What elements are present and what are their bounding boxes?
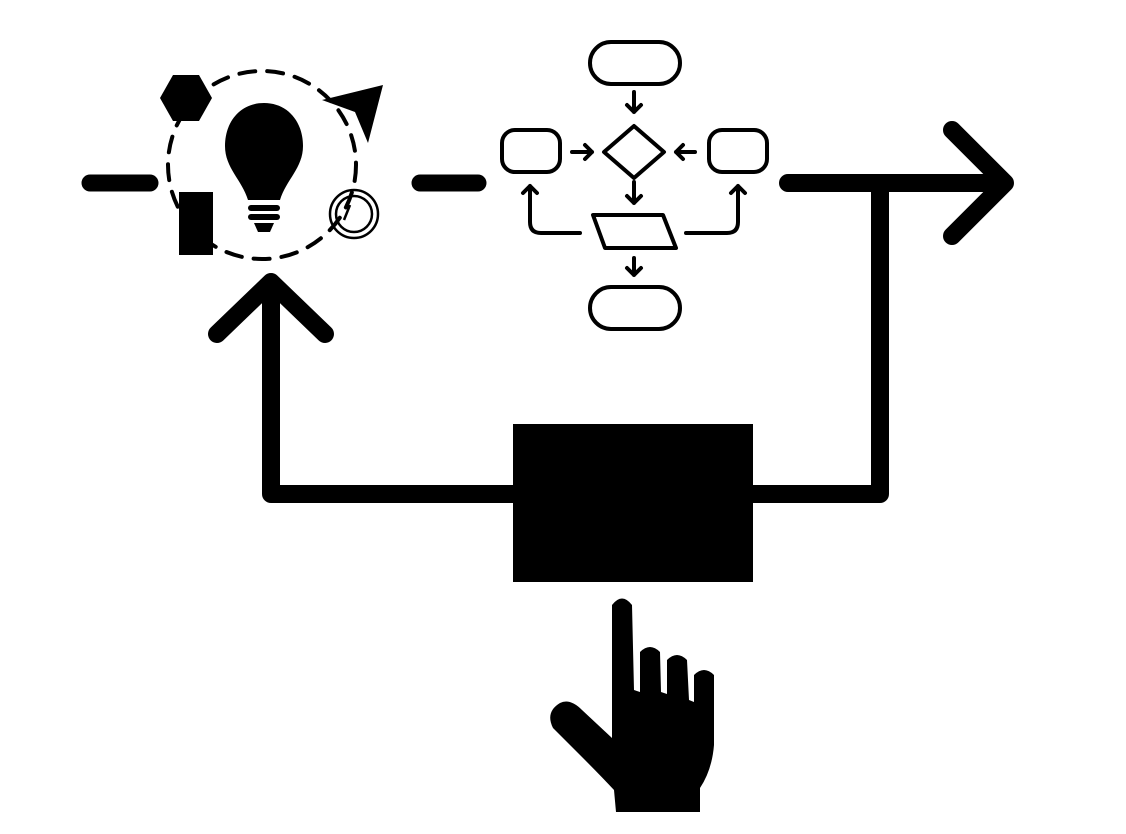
flowchart-start-terminal: [588, 40, 682, 86]
rectangle-icon: [179, 192, 213, 255]
dashed-cycle-circle: [166, 69, 358, 261]
flowchart-decision: [602, 124, 666, 180]
process-box: [513, 424, 753, 582]
lightbulb-icon: [225, 103, 303, 232]
paper-plane-icon: [322, 85, 383, 143]
output-feedback-line: [743, 174, 889, 503]
flowchart-left-process: [500, 128, 562, 174]
forward-arrow-icon: [779, 121, 1014, 245]
flowchart-icon: [500, 40, 769, 331]
flowchart-end-terminal: [588, 285, 682, 331]
flowchart-io: [591, 213, 678, 250]
hexagon-icon: [160, 75, 212, 121]
flowchart-right-process: [707, 128, 769, 174]
feedback-arrow-icon: [208, 273, 523, 503]
gear-icon: [328, 188, 380, 240]
pointing-hand-icon: [550, 598, 714, 812]
